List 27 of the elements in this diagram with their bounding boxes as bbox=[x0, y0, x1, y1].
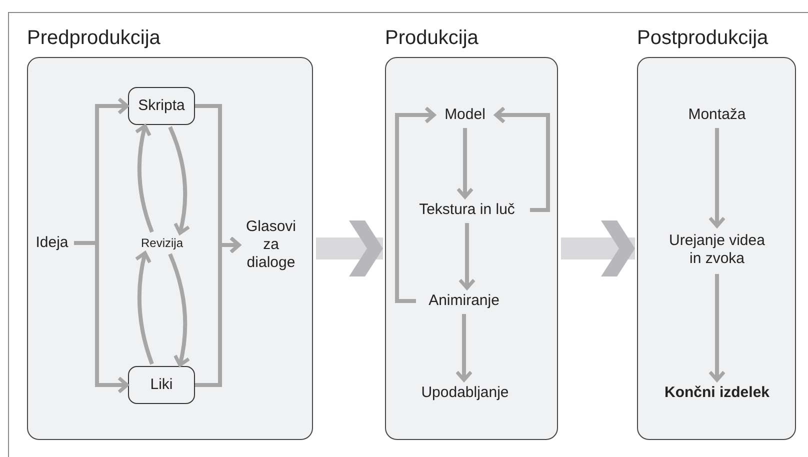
panel-heading: Predprodukcija bbox=[27, 26, 160, 51]
panel-heading: Postprodukcija bbox=[637, 26, 768, 51]
arrow bbox=[708, 274, 726, 382]
step-label: Model bbox=[435, 104, 495, 126]
arrow bbox=[455, 314, 473, 382]
arrow bbox=[708, 128, 726, 228]
arrow bbox=[458, 223, 476, 290]
arrow bbox=[456, 128, 474, 199]
arrow bbox=[168, 253, 190, 367]
arrow bbox=[494, 106, 550, 212]
step-label: Animiranje bbox=[416, 290, 512, 312]
arrow bbox=[134, 251, 154, 365]
arrow bbox=[195, 236, 241, 387]
step-box: Skripta bbox=[128, 87, 195, 125]
step-box: Liki bbox=[128, 366, 195, 404]
step-label: Upodabljanje bbox=[405, 382, 525, 404]
step-label: Urejanje videa in zvoka bbox=[662, 228, 772, 272]
arrow bbox=[395, 106, 436, 303]
step-label: Glasovi za dialoge bbox=[240, 212, 302, 278]
arrow bbox=[134, 124, 154, 233]
panel-heading: Produkcija bbox=[385, 26, 478, 51]
step-label: Tekstura in luč bbox=[404, 199, 530, 221]
arrow bbox=[168, 126, 190, 235]
step-label: Revizija bbox=[135, 234, 189, 252]
step-label: Končni izdelek bbox=[655, 382, 779, 404]
step-label: Montaža bbox=[680, 104, 754, 126]
step-label: Ideja bbox=[30, 232, 74, 254]
